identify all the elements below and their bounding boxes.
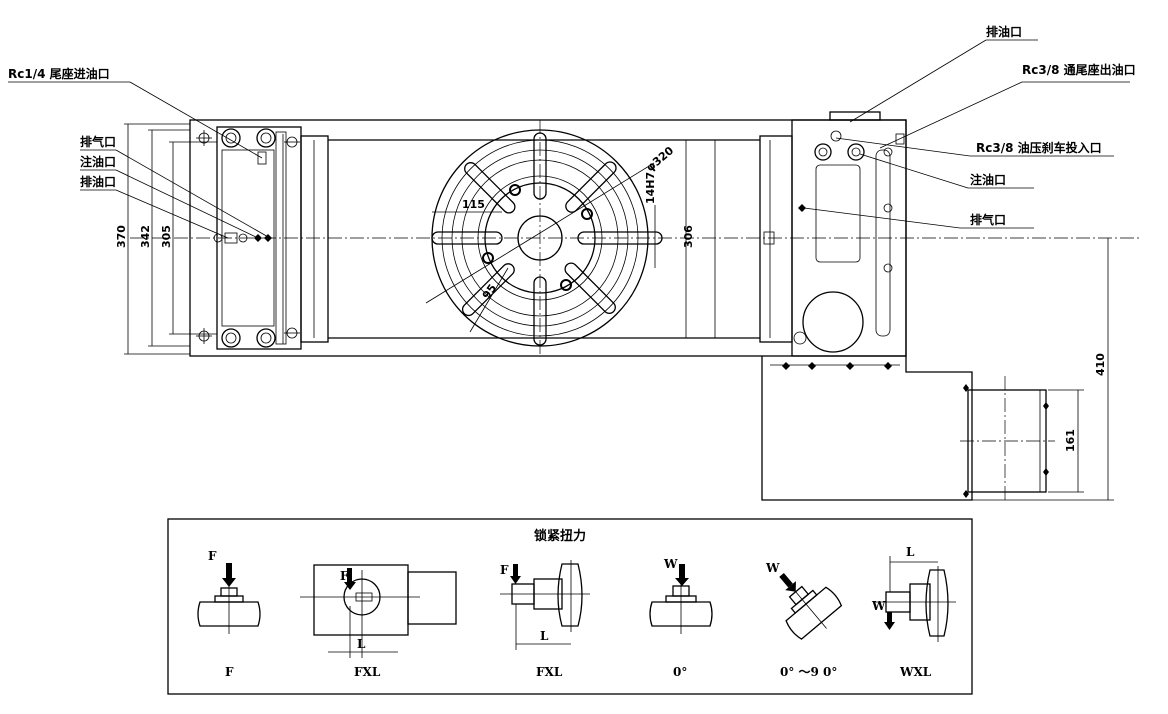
dimension-lines bbox=[124, 123, 1114, 501]
dim-370: 370 bbox=[115, 225, 128, 248]
diagram-0-deg: W 0° bbox=[649, 557, 713, 679]
diagram-0-90-deg bbox=[779, 572, 843, 640]
callout-tail-outlet: Rc3/8 通尾座出油口 bbox=[1022, 62, 1136, 77]
locking-torque-panel: 锁紧扭力 F F F L FXL bbox=[167, 518, 973, 695]
diagram-fxl-1: F L FXL bbox=[300, 564, 457, 679]
dim-161: 161 bbox=[1064, 429, 1077, 452]
diagram-wxl: W L WXL bbox=[871, 545, 956, 679]
svg-text:F: F bbox=[500, 563, 509, 577]
svg-text:L: L bbox=[540, 629, 549, 643]
dim-305: 305 bbox=[160, 225, 173, 248]
caption-fxl-2: FXL bbox=[536, 665, 563, 679]
svg-text:F: F bbox=[208, 549, 217, 563]
svg-text:W: W bbox=[765, 561, 780, 575]
leader-lines bbox=[8, 39, 1130, 239]
caption-fxl-1: FXL bbox=[354, 665, 381, 679]
caption-0-90-deg: 0° ～9 0° bbox=[780, 665, 837, 679]
callout-brake-inlet: Rc3/8 油压刹车投入口 bbox=[976, 140, 1102, 155]
callout-fill-right: 注油口 bbox=[970, 172, 1006, 187]
faceplate bbox=[425, 129, 663, 347]
svg-text:W: W bbox=[663, 557, 678, 571]
callout-vent-left: 排气口 bbox=[80, 134, 116, 149]
callout-tail-inlet: Rc1/4 尾座进油口 bbox=[8, 66, 110, 81]
svg-text:L: L bbox=[357, 637, 366, 651]
callout-fill-left: 注油口 bbox=[80, 154, 116, 169]
svg-text:W: W bbox=[871, 599, 886, 613]
svg-text:L: L bbox=[906, 545, 915, 559]
main-drawing bbox=[130, 111, 1140, 501]
svg-text:F: F bbox=[340, 569, 349, 583]
callout-drain-top-right: 排油口 bbox=[986, 24, 1022, 39]
dim-95: 95 bbox=[480, 282, 499, 302]
caption-0-deg: 0° bbox=[673, 665, 687, 679]
callout-drain-left: 排油口 bbox=[80, 174, 116, 189]
panel-title: 锁紧扭力 bbox=[534, 528, 586, 544]
brake-box-fittings bbox=[763, 130, 1049, 498]
caption-f: F bbox=[225, 665, 234, 679]
dim-342: 342 bbox=[139, 225, 152, 248]
diagram-fxl-2: F L FXL bbox=[500, 560, 590, 679]
diagram-f: F F bbox=[197, 549, 261, 679]
dim-115: 115 bbox=[462, 198, 485, 211]
dim-dia320: φ320 bbox=[644, 144, 677, 174]
caption-wxl: WXL bbox=[899, 665, 932, 679]
callout-vent-right: 排气口 bbox=[970, 212, 1006, 227]
dim-410: 410 bbox=[1094, 353, 1107, 376]
dim-306: 306 bbox=[682, 225, 695, 248]
dim-14h7: 14H7 bbox=[644, 172, 657, 204]
